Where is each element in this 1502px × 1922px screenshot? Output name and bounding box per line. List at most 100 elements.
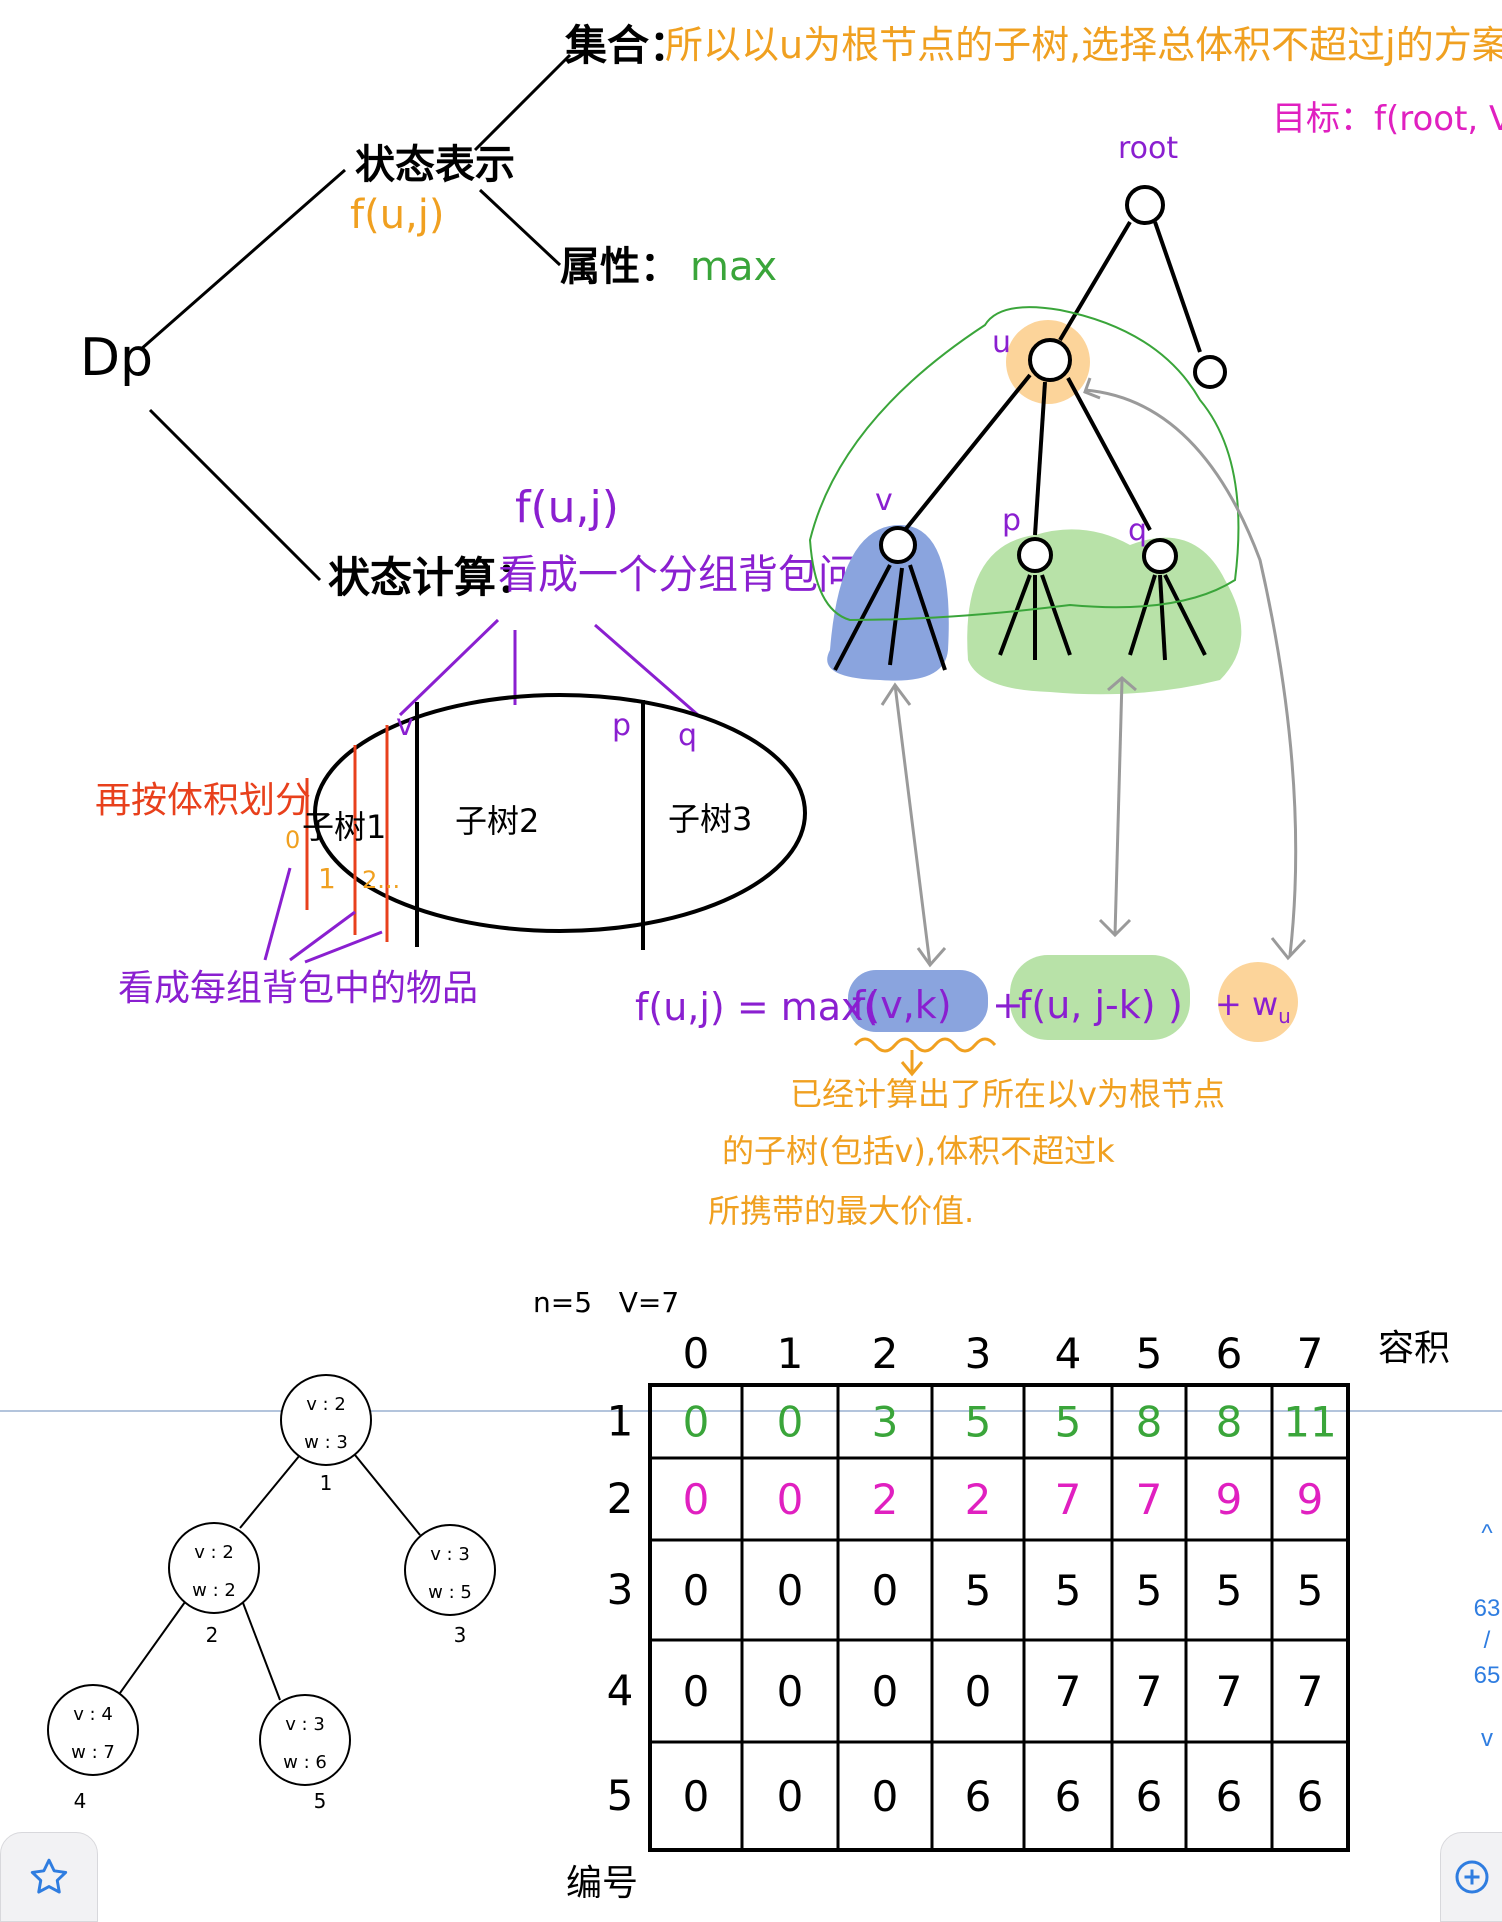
example-node-5-v: v : 3 <box>285 1714 325 1735</box>
dp-cell: 2 <box>872 1475 899 1524</box>
example-node-4-v: v : 4 <box>73 1704 113 1725</box>
dp-row-header: 2 <box>607 1474 634 1523</box>
equation-term2: f(u, j-k) <box>1018 983 1156 1027</box>
example-node-1-id: 1 <box>320 1471 333 1495</box>
page-up-button[interactable]: ^ <box>1481 1520 1493 1547</box>
tree-node-v <box>879 526 917 564</box>
note-left: 再按体积划分 <box>95 780 311 821</box>
explanation-line-1: 已经计算出了所在以v为根节点 <box>790 1075 1225 1113</box>
page-total: 65 <box>1473 1662 1501 1689</box>
dp-cell: 0 <box>777 1475 804 1524</box>
subtree-3: 子树3 <box>668 800 752 838</box>
example-node-2-w: w : 2 <box>192 1580 236 1601</box>
dp-cell: 5 <box>1055 1398 1082 1447</box>
dp-cell: 0 <box>683 1475 710 1524</box>
tree-label-p: p <box>1002 503 1021 538</box>
favorite-button[interactable] <box>0 1832 98 1922</box>
example-params: n=5 V=7 <box>533 1286 679 1319</box>
subtree-2: 子树2 <box>455 802 539 840</box>
dp-col-header: 1 <box>777 1329 804 1378</box>
dp-cell: 5 <box>965 1566 992 1615</box>
equation-term3: + wu <box>1215 985 1291 1028</box>
dp-mindmap <box>139 53 572 582</box>
example-node-3: v : 3 w : 5 3 <box>404 1524 496 1647</box>
dp-cell: 11 <box>1283 1398 1336 1447</box>
example-node-5: v : 3 w : 6 5 <box>259 1694 351 1813</box>
dp-cell: 9 <box>1297 1475 1324 1524</box>
dp-cell: 0 <box>683 1398 710 1447</box>
equation-term3-main: + w <box>1215 985 1278 1023</box>
page-current: 63 <box>1473 1595 1501 1622</box>
vol-mark-1: 1 <box>318 862 336 895</box>
dp-cell: 8 <box>1216 1398 1243 1447</box>
dp-cell: 5 <box>965 1398 992 1447</box>
star-icon <box>30 1858 68 1894</box>
tree-label-u: u <box>992 325 1011 360</box>
example-node-3-w: w : 5 <box>428 1582 472 1603</box>
child-label-q: q <box>678 718 697 753</box>
group-ellipse <box>305 693 807 950</box>
state-calc-func: f(u,j) <box>515 482 619 533</box>
tree-label-root: root <box>1118 131 1178 166</box>
index-label: 编号 <box>566 1863 638 1904</box>
example-node-3-id: 3 <box>454 1623 467 1647</box>
group-connectors <box>398 618 699 717</box>
dp-cell: 5 <box>1297 1566 1324 1615</box>
dp-cell: 5 <box>1055 1566 1082 1615</box>
equation-lhs: f(u,j) = max( <box>635 985 878 1029</box>
dp-cell: 7 <box>1136 1475 1163 1524</box>
note-bottom: 看成每组背包中的物品 <box>118 968 478 1009</box>
dp-col-header: 2 <box>872 1329 899 1378</box>
dp-cell: 6 <box>1055 1772 1082 1821</box>
tree-nodes <box>879 185 1227 574</box>
dp-cell: 0 <box>965 1667 992 1716</box>
dp-col-header: 7 <box>1297 1329 1324 1378</box>
dp-cell: 7 <box>1055 1667 1082 1716</box>
dp-cell: 0 <box>872 1667 899 1716</box>
dp-cell: 0 <box>872 1566 899 1615</box>
dp-cell: 0 <box>777 1772 804 1821</box>
child-label-p: p <box>612 708 631 743</box>
zoom-in-icon <box>1455 1860 1489 1894</box>
dp-cell: 6 <box>965 1772 992 1821</box>
dp-cell: 0 <box>683 1772 710 1821</box>
dp-cell: 6 <box>1136 1772 1163 1821</box>
dp-row-header: 1 <box>607 1397 634 1446</box>
zoom-in-button[interactable] <box>1440 1832 1502 1922</box>
dp-cell: 0 <box>683 1566 710 1615</box>
dp-cell: 6 <box>1297 1772 1324 1821</box>
dp-col-header: 6 <box>1216 1329 1243 1378</box>
vol-mark-0: 0 <box>285 826 300 854</box>
example-tree-edges <box>114 1454 421 1701</box>
example-node-4: v : 4 w : 7 4 <box>47 1684 139 1813</box>
example-tree: v : 2 w : 3 1 v : 2 w : 2 2 v : 3 w : 5 … <box>47 1374 496 1813</box>
dp-col-header: 0 <box>683 1329 710 1378</box>
dp-row-header: 4 <box>607 1666 634 1715</box>
example-node-1: v : 2 w : 3 1 <box>280 1374 372 1495</box>
dp-cell: 7 <box>1136 1667 1163 1716</box>
dp-col-header: 4 <box>1055 1329 1082 1378</box>
dp-cell: 0 <box>777 1398 804 1447</box>
attr-label: 属性： <box>560 244 680 290</box>
tree-label-v: v <box>875 483 893 518</box>
dp-cell: 0 <box>777 1566 804 1615</box>
tree-node-root <box>1125 185 1165 225</box>
dp-cell: 0 <box>872 1772 899 1821</box>
example-node-1-w: w : 3 <box>304 1432 348 1453</box>
example-node-4-id: 4 <box>74 1789 87 1813</box>
dp-row-header: 3 <box>607 1565 634 1614</box>
explanation-line-2: 的子树(包括v),体积不超过k <box>722 1132 1115 1170</box>
gray-arrows <box>880 377 1307 968</box>
vol-mark-2: 2... <box>362 866 400 894</box>
page-down-button[interactable]: v <box>1481 1725 1493 1752</box>
dp-col-header: 3 <box>965 1329 992 1378</box>
equation-term1: f(v,k) <box>852 983 952 1027</box>
dp-table-border <box>648 1383 1350 1852</box>
page-separator: / <box>1483 1627 1491 1654</box>
equation-plus: + <box>992 983 1024 1027</box>
dp-cell: 9 <box>1216 1475 1243 1524</box>
explanation-arrow <box>900 1050 924 1077</box>
dp-cell: 0 <box>683 1667 710 1716</box>
note-bottom-connectors <box>263 867 383 964</box>
